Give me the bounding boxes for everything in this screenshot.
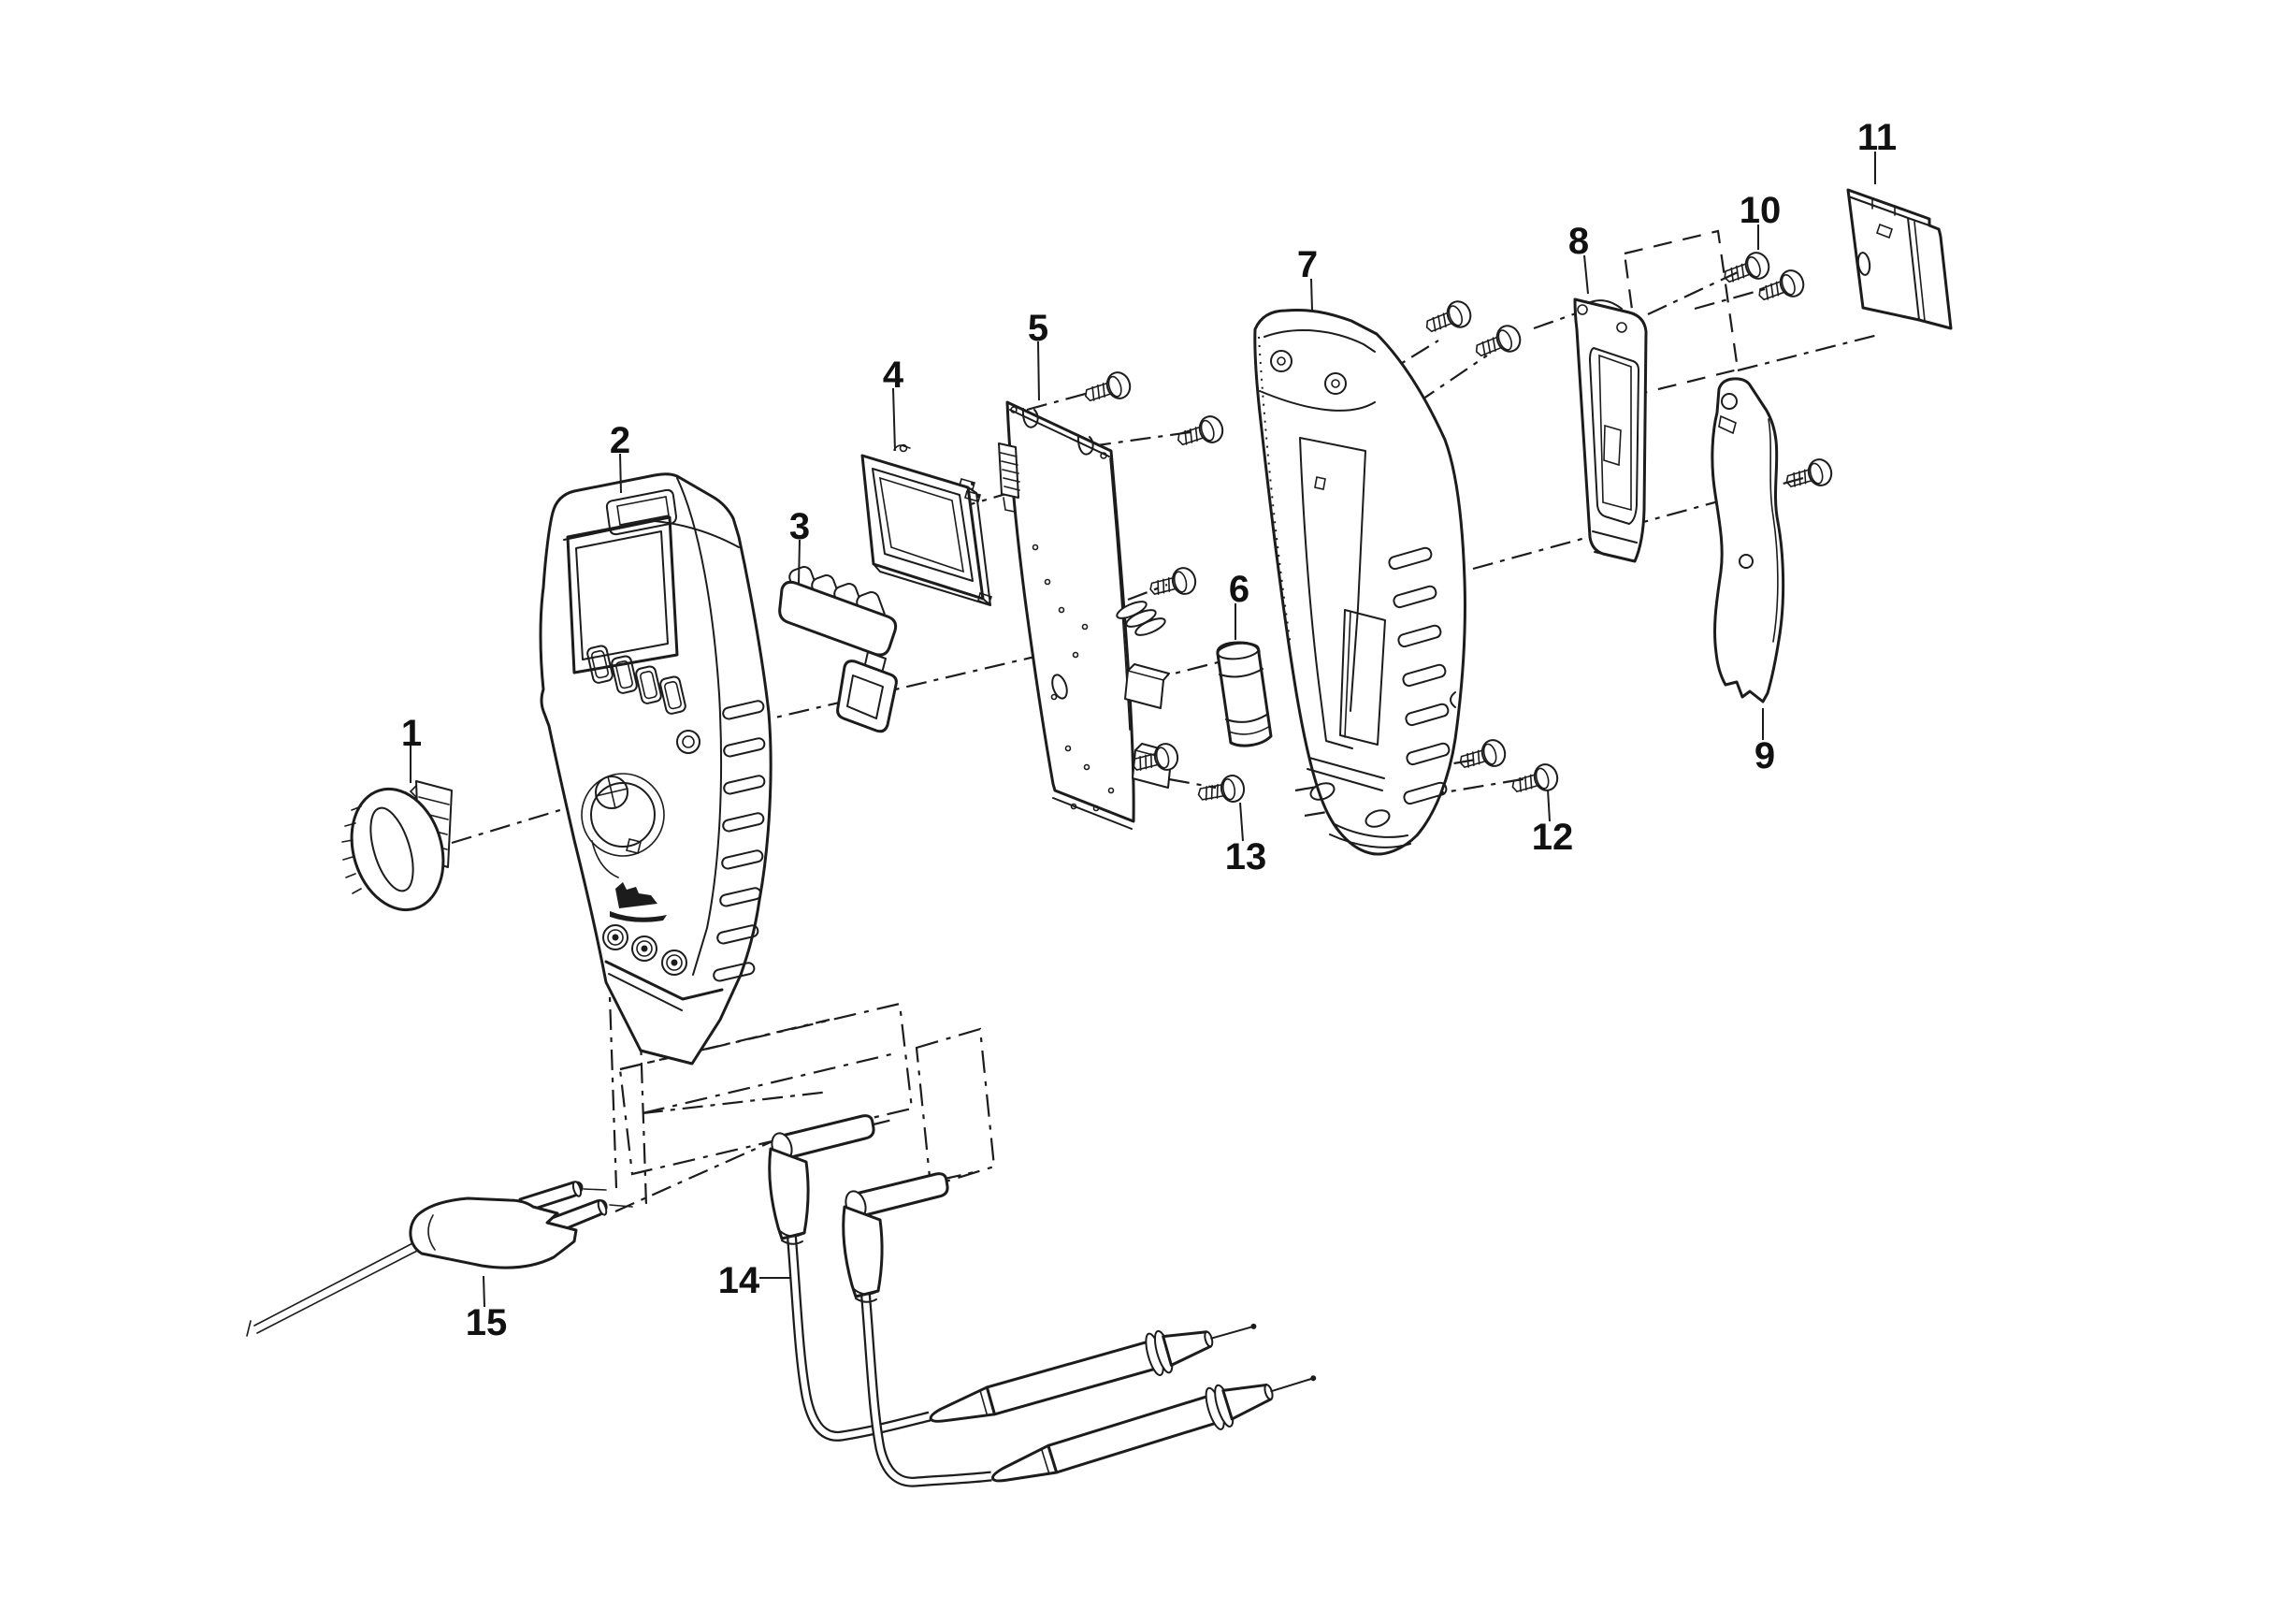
part-label-4: 4 <box>883 355 904 452</box>
part-number: 5 <box>1028 308 1048 349</box>
part-number: 4 <box>883 355 904 396</box>
part-label-1: 1 <box>401 713 422 783</box>
part-11-battery-cover <box>1846 188 1953 330</box>
part-number: 8 <box>1568 221 1589 262</box>
part-8-battery-frame <box>1573 297 1648 563</box>
part-4-lcd-module <box>860 443 993 606</box>
part-number: 15 <box>466 1302 508 1343</box>
leader-line <box>1037 341 1040 401</box>
screw-icon <box>1470 321 1525 365</box>
dial-opening <box>581 773 665 878</box>
part-label-15: 15 <box>466 1275 508 1343</box>
part-2-front-housing <box>539 472 773 1066</box>
part-label-2: 2 <box>610 420 630 494</box>
part-number: 10 <box>1740 190 1782 231</box>
part-number: 6 <box>1229 569 1249 610</box>
part-number: 9 <box>1754 735 1775 776</box>
screw-icon <box>1173 412 1227 454</box>
part-label-5: 5 <box>1028 308 1048 401</box>
part-label-6: 6 <box>1229 569 1249 640</box>
part-7-rear-housing <box>1253 309 1466 856</box>
banana-plug-2 <box>841 1172 949 1304</box>
part-9-kickstand <box>1711 377 1785 703</box>
leader-line <box>619 453 622 494</box>
part-label-11: 11 <box>1857 117 1897 184</box>
leader-line <box>1547 789 1551 822</box>
part-15-temperature-probe <box>246 1181 633 1337</box>
part-label-9: 9 <box>1754 708 1775 776</box>
screw-icon <box>1080 368 1134 410</box>
part-label-12: 12 <box>1532 789 1574 858</box>
part-number: 12 <box>1532 817 1574 858</box>
part-number: 11 <box>1857 117 1897 158</box>
screw-icon-part13 <box>1195 773 1248 809</box>
part-label-7: 7 <box>1297 244 1318 312</box>
part-number: 13 <box>1225 836 1267 877</box>
battery-door-opening <box>1339 609 1386 746</box>
part-label-14: 14 <box>718 1260 790 1301</box>
part-number: 7 <box>1297 244 1318 285</box>
part-label-10: 10 <box>1740 190 1782 250</box>
part-5-circuit-board <box>998 400 1177 830</box>
part-label-8: 8 <box>1568 221 1589 295</box>
part-1-rotary-knob <box>341 780 453 912</box>
fuse-clips <box>1116 601 1166 636</box>
leader-line <box>1310 278 1313 312</box>
screw-icon-part10 <box>1719 248 1774 291</box>
screw-icon <box>1782 456 1836 496</box>
screw-icon <box>1421 297 1476 341</box>
leader-line <box>798 539 801 585</box>
screw-icon-part12 <box>1455 736 1509 776</box>
lcd-window <box>566 515 679 674</box>
probe-body <box>409 1196 578 1269</box>
part-14-test-leads <box>767 1114 1324 1500</box>
part-6-fuse <box>1216 641 1273 747</box>
part-label-13: 13 <box>1225 802 1267 877</box>
part-number: 3 <box>789 506 810 547</box>
screw-icon-part12 <box>1508 761 1562 801</box>
button-openings <box>586 645 700 754</box>
part-3-button-pad <box>778 566 898 733</box>
board-vias <box>1032 544 1115 812</box>
brand-logo <box>610 882 667 922</box>
part-number: 1 <box>401 713 422 754</box>
part-number: 14 <box>718 1260 760 1301</box>
thermocouple-wire <box>246 1240 422 1337</box>
part-label-3: 3 <box>789 506 810 585</box>
part-number: 2 <box>610 420 630 461</box>
leader-line <box>892 387 896 452</box>
leader-line <box>1583 254 1589 295</box>
leader-line <box>1239 802 1244 842</box>
screw-icon <box>1146 564 1200 603</box>
phantom-box-battery-cover <box>1623 229 1740 395</box>
